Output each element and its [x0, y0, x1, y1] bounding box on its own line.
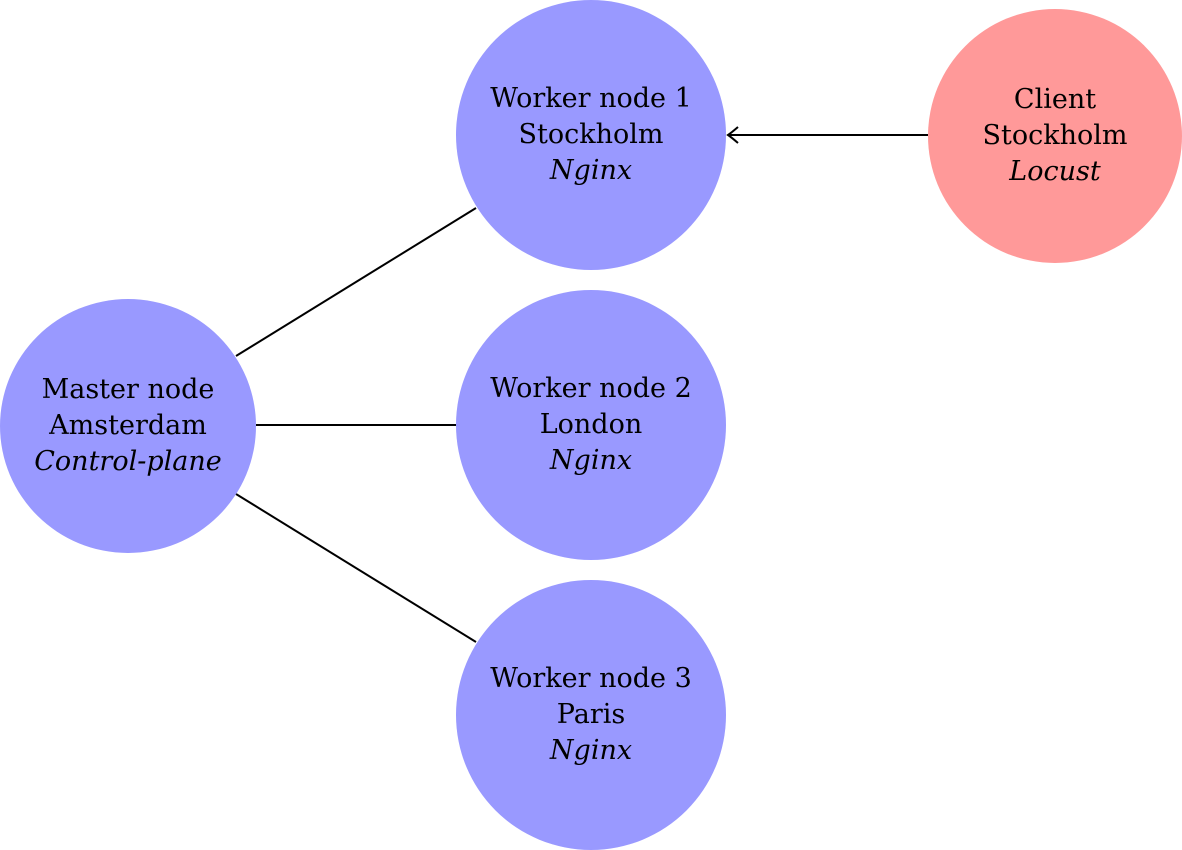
node-title: Worker node 2 — [490, 373, 692, 404]
node-title: Worker node 1 — [490, 83, 692, 114]
worker-node-3: Worker node 3 Paris Nginx — [456, 580, 726, 850]
node-title: Master node — [41, 374, 215, 405]
worker-node-2: Worker node 2 London Nginx — [456, 290, 726, 560]
master-node: Master node Amsterdam Control-plane — [0, 299, 256, 553]
node-role: Nginx — [549, 155, 633, 186]
edge-master-worker3 — [235, 493, 477, 643]
node-role: Control-plane — [34, 446, 222, 477]
node-location: Stockholm — [518, 119, 664, 150]
node-location: Paris — [556, 699, 626, 730]
node-title: Client — [1013, 84, 1097, 115]
node-location: Amsterdam — [49, 410, 207, 441]
node-role: Locust — [1009, 156, 1101, 187]
client-node: Client Stockholm Locust — [928, 9, 1182, 263]
edge-master-worker1 — [235, 207, 477, 357]
node-role: Nginx — [549, 445, 633, 476]
node-title: Worker node 3 — [490, 663, 692, 694]
worker-node-1: Worker node 1 Stockholm Nginx — [456, 0, 726, 270]
edge-client-worker1-arrowhead — [726, 126, 739, 144]
node-location: London — [539, 409, 643, 440]
node-role: Nginx — [549, 735, 633, 766]
node-location: Stockholm — [982, 120, 1128, 151]
